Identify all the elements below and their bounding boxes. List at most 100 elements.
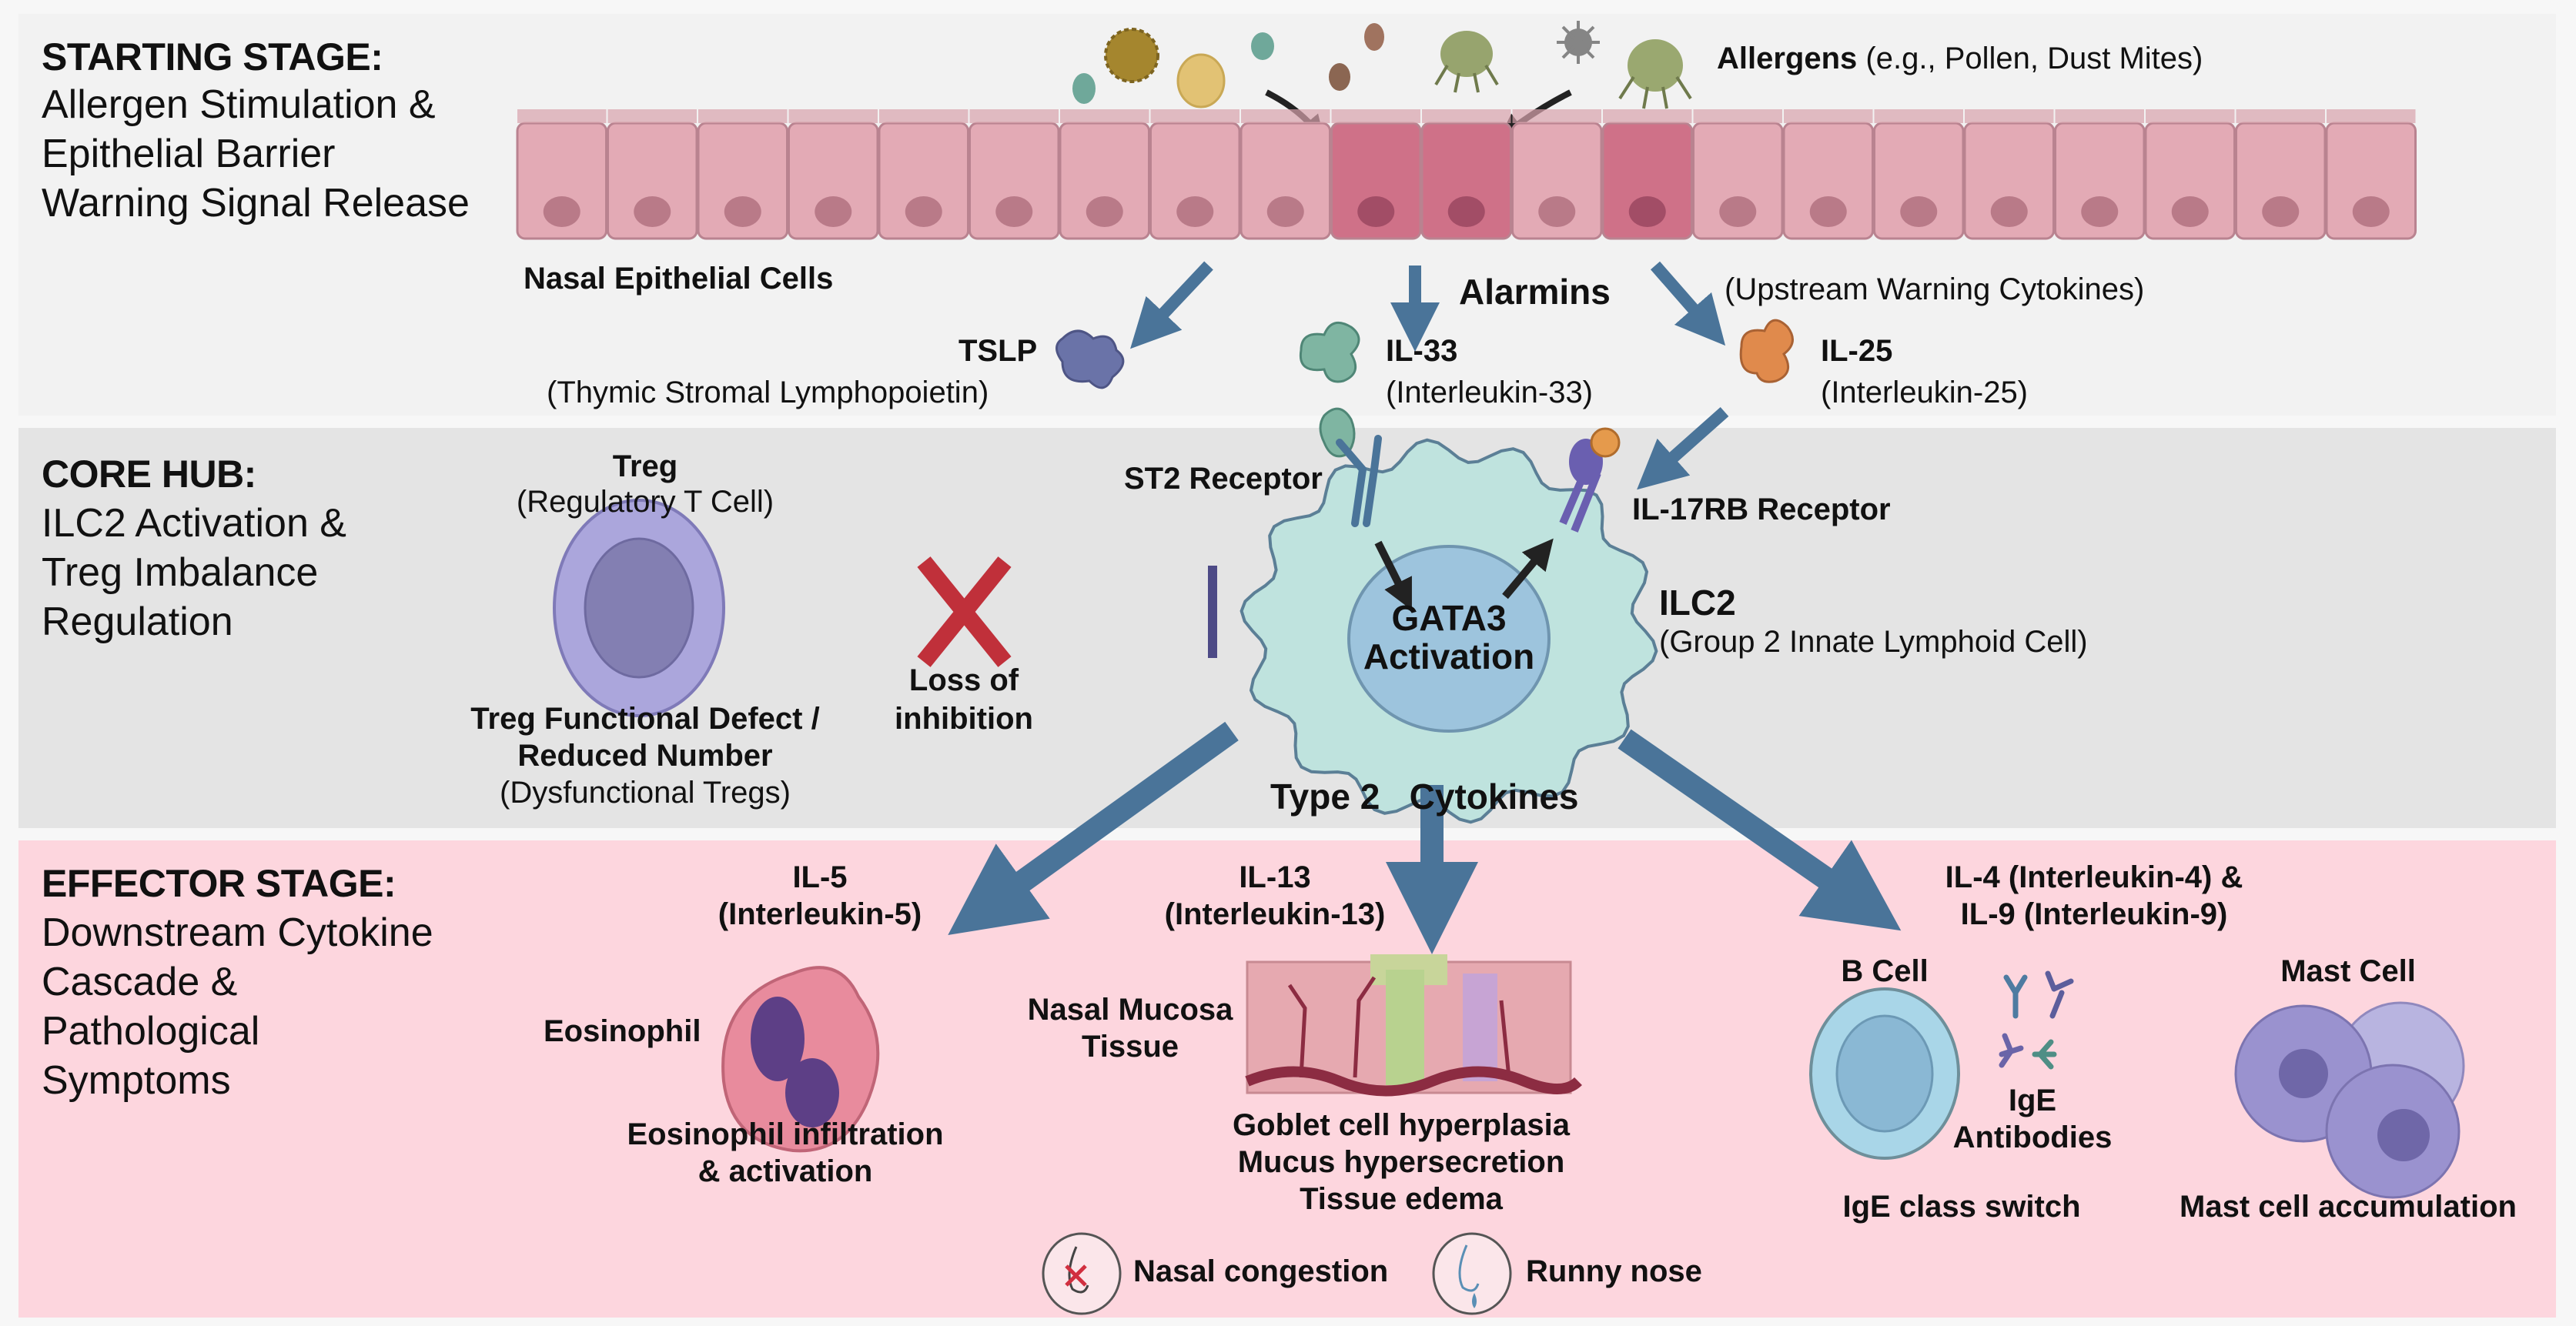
alarmins-label: Alarmins [1459, 272, 1611, 312]
epithelial-nucleus [2081, 196, 2119, 227]
b-cell-nucleus [1835, 1014, 1934, 1133]
epithelial-nucleus [634, 196, 671, 227]
il13-label: IL-13 [1239, 860, 1311, 894]
starting-stage-subtitle: Allergen Stimulation & Epithelial Barrie… [42, 82, 470, 225]
il5-label: IL-5 [792, 860, 848, 894]
loss-of-inhibition-line1: Loss of [908, 663, 1019, 697]
treg-defect-line2: Reduced Number [517, 739, 773, 773]
epithelial-nucleus [2352, 196, 2390, 227]
ige-antibodies-icon [1999, 970, 2074, 1070]
arrow-to-il25 [1650, 261, 1726, 346]
il17rb-receptor-icon [1559, 427, 1621, 533]
epithelial-nucleus [2262, 196, 2300, 227]
cilia [1693, 109, 1782, 123]
nasal-congestion-icon [1042, 1232, 1122, 1315]
spore-icon [1251, 32, 1274, 60]
spore-icon [1364, 23, 1384, 51]
tslp-fullname: (Thymic Stromal Lymphopoietin) [547, 376, 989, 409]
il13-fullname: (Interleukin-13) [1164, 897, 1386, 931]
cilia [2327, 109, 2416, 123]
pollen-icon [1176, 53, 1226, 109]
treg-nucleus [584, 537, 694, 679]
epithelial-nucleus [1719, 196, 1757, 227]
epithelial-nucleus [1809, 196, 1847, 227]
epithelial-nucleus [995, 196, 1033, 227]
allergens-note: (e.g., Pollen, Dust Mites) [1865, 42, 2203, 75]
il4-label: IL-4 (Interleukin-4) & [1945, 860, 2243, 894]
mast-cells-icon [2234, 1001, 2465, 1199]
epithelial-nucleus [724, 196, 761, 227]
cilia [1331, 109, 1420, 123]
epithelial-nucleus [1357, 196, 1395, 227]
st2-receptor-label: ST2 Receptor [1124, 462, 1323, 496]
st2-to-gata3-arrow [1374, 540, 1412, 610]
cilia [2236, 109, 2325, 123]
cilia [517, 109, 607, 123]
epithelial-nucleus [543, 196, 580, 227]
eosinophil-icon [721, 966, 880, 1153]
epithelial-nucleus [1176, 196, 1214, 227]
cilia [2146, 109, 2235, 123]
il13-outcome: Tissue edema [1300, 1182, 1503, 1216]
eosinophil-label: Eosinophil [544, 1014, 701, 1048]
epithelium-label: Nasal Epithelial Cells [524, 262, 834, 296]
arrow-to-il4-il9 [1618, 729, 1902, 931]
nasal-epithelium [516, 109, 2417, 240]
gata3-label-line2: Activation [1363, 636, 1535, 676]
epithelial-nucleus [1990, 196, 2028, 227]
il25-label: IL-25 [1821, 334, 1893, 368]
ige-label-line1: IgE [2008, 1084, 2057, 1117]
il13-outcome: Goblet cell hyperplasia [1233, 1108, 1570, 1142]
b-cell-label: B Cell [1841, 954, 1929, 988]
ilc2-title: ILC2 [1659, 583, 1736, 623]
cilia [788, 109, 878, 123]
nasal-mucosa-icon [1245, 954, 1582, 1097]
dander-icon [1557, 21, 1600, 64]
cilia [2055, 109, 2144, 123]
arrow-il25-to-receptor [1637, 407, 1729, 490]
loss-of-inhibition-line2: inhibition [895, 702, 1033, 736]
spore-icon [1329, 63, 1350, 91]
epithelial-nucleus [2171, 196, 2209, 227]
alarmins-note: (Upstream Warning Cytokines) [1725, 272, 2145, 306]
dust-mite-icon [1618, 39, 1692, 109]
blocked-x-icon [917, 556, 1012, 667]
core-hub-subtitle: ILC2 Activation & Treg Imbalance Regulat… [42, 501, 346, 644]
cilia [1603, 109, 1692, 123]
il17rb-receptor-label: IL-17RB Receptor [1632, 493, 1891, 526]
arrow-to-tslp [1130, 261, 1213, 349]
arrow-to-il5 [948, 721, 1239, 936]
cilia [698, 109, 788, 123]
gata3-label-line1: GATA3 [1391, 598, 1507, 638]
allergens-label: Allergens (e.g., Pollen, Dust Mites) [1717, 42, 2203, 76]
treg-defect-line1: Treg Functional Defect / [470, 702, 820, 736]
epithelial-nucleus [815, 196, 852, 227]
cilia [969, 109, 1059, 123]
nasal-congestion-label: Nasal congestion [1133, 1254, 1389, 1288]
pollen-icon [1104, 28, 1159, 83]
epithelial-nucleus [1086, 196, 1123, 227]
il5-fullname: (Interleukin-5) [718, 897, 922, 931]
eosinophil-outcome-line2: & activation [698, 1154, 873, 1188]
st2-receptor-icon [1336, 435, 1382, 527]
epithelial-nucleus [1628, 196, 1666, 227]
runny-nose-label: Runny nose [1526, 1254, 1702, 1288]
type2-cytokines-label: Type 2 Cytokines [1270, 777, 1579, 817]
mast-cell-label: Mast Cell [2280, 954, 2416, 988]
nasal-mucosa-label-line1: Nasal Mucosa [1027, 993, 1233, 1027]
il33-fullname: (Interleukin-33) [1386, 376, 1594, 409]
il25-icon [1739, 319, 1794, 383]
nasal-mucosa-label-line2: Tissue [1082, 1030, 1179, 1064]
cilia [1874, 109, 1963, 123]
il13-outcome: Mucus hypersecretion [1237, 1145, 1565, 1179]
cilia [879, 109, 969, 123]
tslp-label: TSLP [958, 334, 1038, 368]
epithelial-nucleus [1266, 196, 1304, 227]
cilia [607, 109, 697, 123]
treg-title: Treg [612, 449, 678, 483]
il33-label: IL-33 [1386, 334, 1458, 368]
epithelial-nucleus [1900, 196, 1938, 227]
treg-defect-note: (Dysfunctional Tregs) [500, 776, 791, 810]
cilia [1241, 109, 1330, 123]
